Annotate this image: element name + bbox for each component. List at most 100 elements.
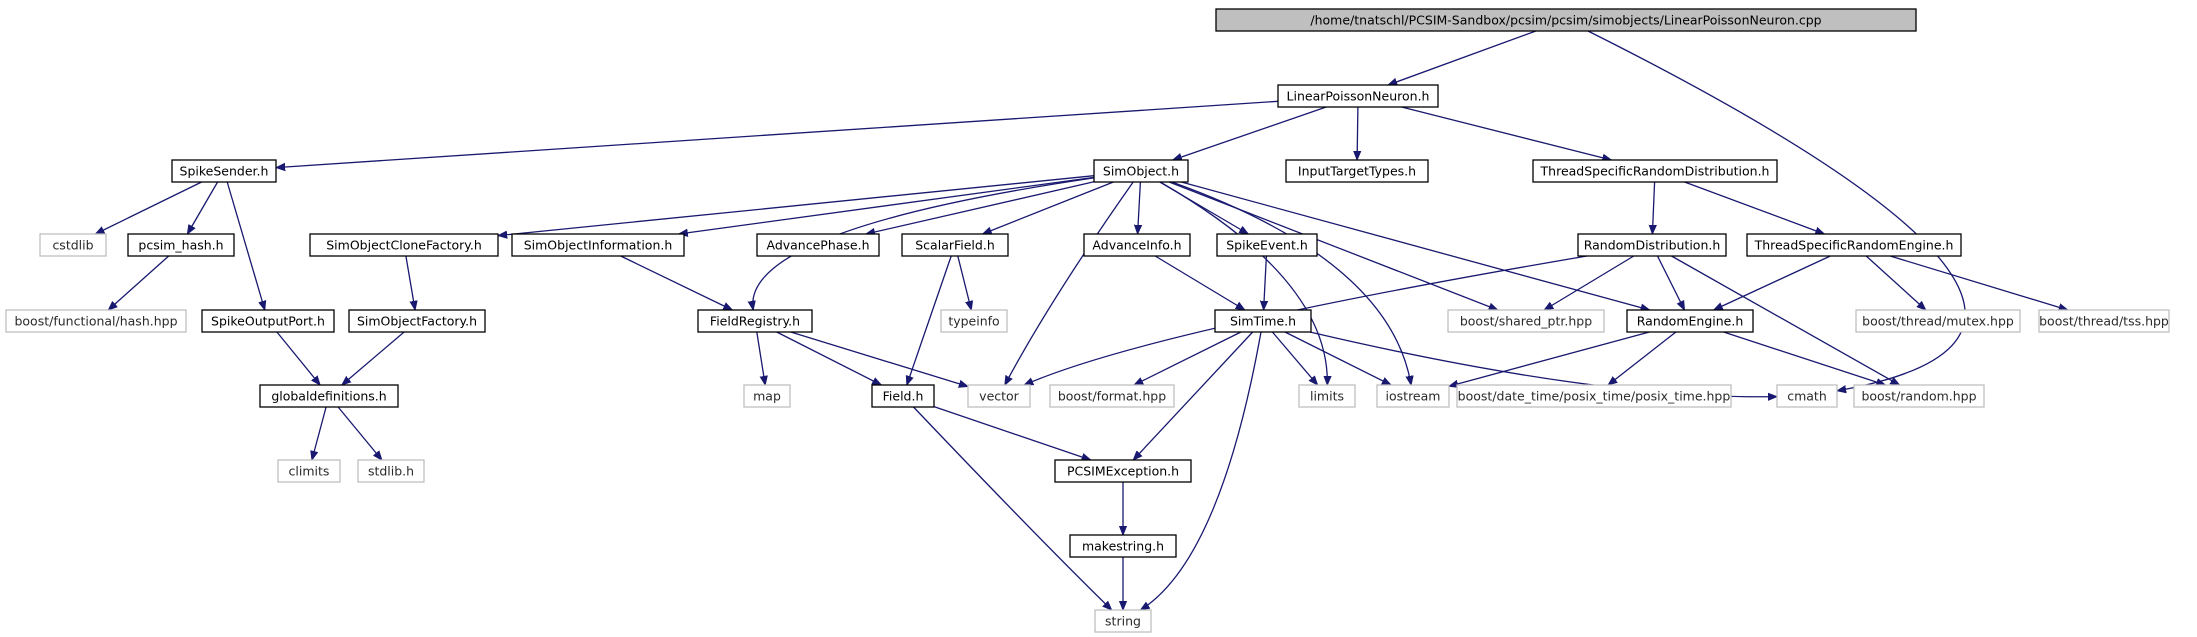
edge-root-to-lpn: [1388, 30, 1537, 85]
node-inputtargettypes[interactable]: InputTargetTypes.h: [1285, 159, 1429, 183]
node-label: AdvanceInfo.h: [1092, 238, 1181, 253]
node-label: InputTargetTypes.h: [1298, 164, 1416, 179]
node-box: [5, 309, 187, 333]
node-label: LinearPoissonNeuron.h: [1287, 89, 1430, 104]
edge-lpn-to-tsrd: [1401, 106, 1612, 160]
node-pcsimexception[interactable]: PCSIMException.h: [1054, 459, 1192, 483]
node-label: makestring.h: [1082, 539, 1164, 554]
node-box: [39, 233, 107, 257]
node-spikeevent[interactable]: SpikeEvent.h: [1216, 233, 1318, 257]
node-box: [1215, 8, 1917, 32]
node-tsrd[interactable]: ThreadSpecificRandomDistribution.h: [1532, 159, 1778, 183]
node-box: [1093, 159, 1189, 183]
node-label: SimObjectCloneFactory.h: [326, 238, 482, 253]
node-label: FieldRegistry.h: [710, 314, 800, 329]
node-label: ScalarField.h: [915, 238, 995, 253]
node-box: [171, 159, 277, 183]
edge-fieldregistry-to-vector: [790, 331, 968, 387]
edge-root-to-cmath: [1587, 30, 1966, 391]
node-spikesender[interactable]: SpikeSender.h: [171, 159, 277, 183]
node-label: boost/shared_ptr.hpp: [1460, 314, 1592, 329]
edge-advanceinfo-to-simtime: [1154, 255, 1245, 310]
edge-soinfo-to-fieldregistry: [620, 255, 733, 311]
node-label: ThreadSpecificRandomDistribution.h: [1540, 164, 1770, 179]
node-mutex: boost/thread/mutex.hpp: [1855, 309, 2021, 333]
node-label: iostream: [1386, 389, 1441, 404]
node-box: [697, 309, 813, 333]
node-box: [1285, 159, 1429, 183]
node-simobject[interactable]: SimObject.h: [1093, 159, 1189, 183]
edge-tsre-to-mutex: [1865, 255, 1926, 310]
node-box: [1532, 159, 1778, 183]
node-map: map: [743, 384, 791, 408]
edge-field-to-pcsimexception: [933, 405, 1091, 460]
node-socf[interactable]: SimObjectCloneFactory.h: [309, 233, 499, 257]
node-box: [1083, 233, 1191, 257]
node-advancephase[interactable]: AdvancePhase.h: [756, 233, 880, 257]
node-spikeoutputport[interactable]: SpikeOutputPort.h: [201, 309, 335, 333]
node-scalarfield[interactable]: ScalarField.h: [901, 233, 1009, 257]
node-box: [871, 384, 935, 408]
edge-simobject-to-advanceinfo: [1138, 181, 1141, 234]
node-pcsimhash[interactable]: pcsim_hash.h: [127, 233, 235, 257]
node-label: string: [1105, 614, 1141, 629]
edge-lpn-to-spikesender: [276, 100, 1279, 167]
node-cmath: cmath: [1776, 384, 1838, 408]
node-root[interactable]: /home/tnatschl/PCSIM-Sandbox/pcsim/pcsim…: [1215, 8, 1917, 32]
edge-spikeevent-to-simtime: [1264, 255, 1267, 310]
edge-simtime-to-format: [1134, 331, 1242, 386]
node-label: SpikeOutputPort.h: [211, 314, 325, 329]
edge-lpn-to-simobject: [1173, 106, 1327, 160]
edge-randomengine-to-posixtime: [1608, 331, 1677, 385]
node-box: [940, 309, 1008, 333]
edge-globaldefs-to-stdlib: [337, 406, 382, 460]
edge-spikesender-to-cstdlib: [95, 181, 202, 235]
node-simtime[interactable]: SimTime.h: [1214, 309, 1312, 333]
node-box: [1277, 84, 1439, 108]
edge-simobject-to-soinfo: [679, 176, 1095, 234]
node-randomdist[interactable]: RandomDistribution.h: [1577, 233, 1727, 257]
node-box: [1853, 384, 1985, 408]
node-box: [1626, 309, 1754, 333]
edge-spikesender-to-pcsimhash: [187, 181, 219, 234]
node-label: SimObjectInformation.h: [524, 238, 673, 253]
node-label: boost/format.hpp: [1058, 389, 1166, 404]
node-label: boost/thread/mutex.hpp: [1862, 314, 2014, 329]
edge-simtime-to-limits: [1271, 331, 1317, 385]
node-label: cstdlib: [52, 238, 93, 253]
node-vector: vector: [967, 384, 1031, 408]
node-globaldefs[interactable]: globaldefinitions.h: [259, 384, 399, 408]
edge-scalarfield-to-field: [907, 255, 952, 385]
node-box: [2038, 309, 2170, 333]
node-fieldregistry[interactable]: FieldRegistry.h: [697, 309, 813, 333]
edge-spikeoutputport-to-globaldefs: [276, 331, 320, 385]
node-box: [1456, 384, 1732, 408]
node-soinfo[interactable]: SimObjectInformation.h: [511, 233, 685, 257]
edge-simobject-to-advancephase: [866, 181, 1095, 234]
node-label: ThreadSpecificRandomEngine.h: [1754, 238, 1954, 253]
edge-randomengine-to-iostream: [1449, 331, 1650, 386]
node-box: [1577, 233, 1727, 257]
edge-simtime-to-iostream: [1284, 331, 1391, 386]
node-box: [967, 384, 1031, 408]
node-label: RandomEngine.h: [1637, 314, 1744, 329]
node-box: [1094, 609, 1152, 633]
node-climits: climits: [277, 459, 341, 483]
node-makestring[interactable]: makestring.h: [1069, 534, 1177, 558]
node-lpn[interactable]: LinearPoissonNeuron.h: [1277, 84, 1439, 108]
node-label: globaldefinitions.h: [271, 389, 386, 404]
node-label: /home/tnatschl/PCSIM-Sandbox/pcsim/pcsim…: [1310, 13, 1821, 28]
node-label: limits: [1310, 389, 1344, 404]
node-field[interactable]: Field.h: [871, 384, 935, 408]
node-iostream: iostream: [1376, 384, 1450, 408]
edge-tsrd-to-tsre: [1684, 181, 1825, 234]
node-randomengine[interactable]: RandomEngine.h: [1626, 309, 1754, 333]
node-advanceinfo[interactable]: AdvanceInfo.h: [1083, 233, 1191, 257]
node-sofactory[interactable]: SimObjectFactory.h: [348, 309, 486, 333]
node-label: PCSIMException.h: [1067, 464, 1179, 479]
edge-randomdist-to-boostrandom: [1671, 255, 1900, 385]
edge-globaldefs-to-climits: [312, 406, 327, 460]
node-label: SimObjectFactory.h: [357, 314, 477, 329]
node-tsre[interactable]: ThreadSpecificRandomEngine.h: [1746, 233, 1962, 257]
edge-simtime-to-pcsimexception: [1133, 331, 1254, 460]
